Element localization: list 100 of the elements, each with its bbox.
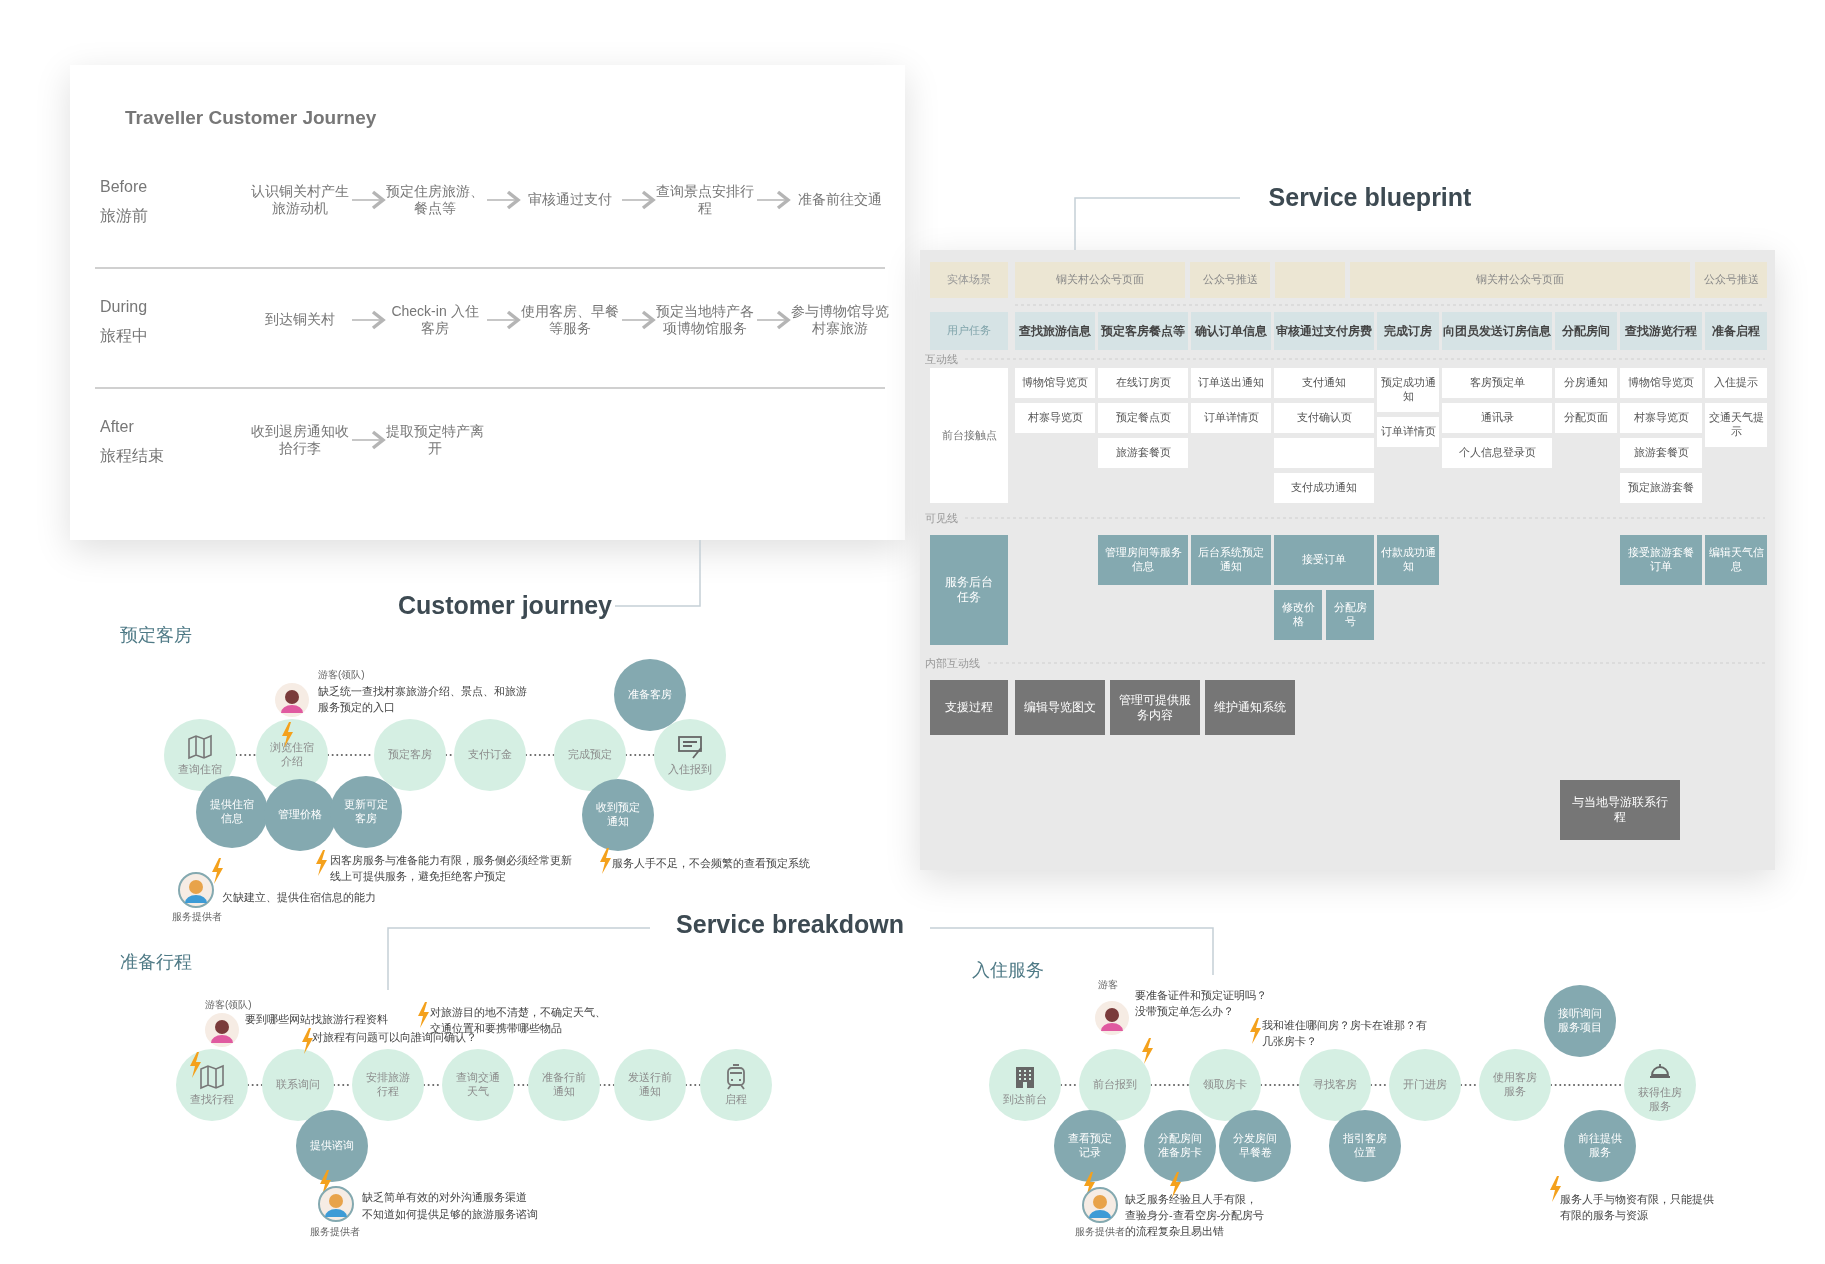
step-label: 查找行程 — [190, 1092, 234, 1107]
support-box: 支援过程 — [930, 680, 1008, 735]
pain-point-note: 因客房服务与准备能力有限，服务侧必须经常更新线上可提供服务，避免拒绝客户预定 — [330, 853, 573, 884]
step-circle: 使用客房服务 — [1479, 1049, 1551, 1121]
touchpoint-card: 客房预定单 — [1442, 368, 1552, 398]
arrow — [351, 430, 385, 450]
stage-label: After — [100, 418, 134, 436]
dotted-connector — [235, 754, 257, 756]
backstage-box: 管理房间等服务信息 — [1098, 535, 1188, 585]
lane-header: 服务后台任务 — [930, 535, 1008, 645]
step-label: 启程 — [725, 1092, 747, 1107]
touchpoint-card: 入住提示 — [1705, 368, 1767, 398]
backstage-box: 付款成功通知 — [1377, 535, 1439, 585]
backstage-box: 修改价格 — [1274, 590, 1322, 640]
stage-label: During — [100, 298, 148, 316]
journey-step: Check-in 入住客房 — [383, 294, 487, 346]
pain-point-note: 服务人手与物资有限，只能提供有限的服务与资源 — [1560, 1192, 1715, 1223]
dotted-connector — [685, 1084, 701, 1086]
arrow — [756, 190, 790, 210]
step-circle: 准备行前通知 — [528, 1049, 600, 1121]
pain-point-note: 缺乏简单有效的对外沟通服务渠道 — [362, 1190, 527, 1205]
pain-point-note: 要准备证件和预定证明吗？没带预定单怎么办？ — [1135, 988, 1268, 1019]
touchpoint-card: 订单送出通知 — [1191, 368, 1271, 398]
arrow — [621, 310, 655, 330]
touchpoint-card: 预定旅游套餐 — [1620, 473, 1702, 503]
touchpoint-card: 博物馆导览页 — [1015, 368, 1095, 398]
touchpoint-card: 订单详情页 — [1191, 403, 1271, 433]
service-circle: 准备客房 — [614, 659, 686, 731]
role-label: 服务提供者 — [310, 1225, 360, 1239]
stage-label: 旅程结束 — [100, 446, 164, 466]
journey-step: 使用客房、早餐等服务 — [518, 294, 622, 346]
section-heading: Customer journey — [395, 588, 615, 624]
role-label: 游客(领队) — [318, 668, 365, 682]
evidence-box: 公众号推送 — [1190, 262, 1270, 298]
service-circle: 分配房间准备房卡 — [1144, 1110, 1216, 1182]
dotted-connector — [1260, 1084, 1300, 1086]
role-label: 服务提供者 — [172, 910, 222, 924]
touchpoint-card: 预定成功通知 — [1377, 368, 1439, 412]
step-circle: 预定客房 — [374, 719, 446, 791]
touchpoint-card: 分配页面 — [1555, 403, 1617, 433]
lane-line-label: 内部互动线 — [925, 656, 980, 671]
pain-point-note: 对旅游目的地不清楚，不确定天气、交通位置和要携带哪些物品 — [430, 1005, 607, 1034]
step-circle: 发送行前通知 — [614, 1049, 686, 1121]
step-circle: 完成预定 — [554, 719, 626, 791]
step-label: 入住报到 — [668, 762, 712, 777]
touchpoint-card: 预定餐点页 — [1098, 403, 1188, 433]
backstage-box: 接受旅游套餐订单 — [1620, 535, 1702, 585]
role-label: 服务提供者 — [1075, 1225, 1125, 1239]
lane-header: 前台接触点 — [930, 368, 1008, 503]
service-circle: 更新可定客房 — [330, 776, 402, 848]
dotted-connector — [599, 1084, 615, 1086]
touchpoint-card: 支付通知 — [1274, 368, 1374, 398]
journey-step: 参与博物馆导览村寨旅游 — [788, 294, 892, 346]
touchpoint-card: 通讯录 — [1442, 403, 1552, 433]
backstage-box: 接受订单 — [1274, 535, 1374, 585]
step-label: 到达前台 — [1003, 1092, 1047, 1107]
dotted-connector — [525, 754, 555, 756]
journey-step: 认识铜关村产生旅游动机 — [248, 174, 352, 226]
arrow — [486, 310, 520, 330]
empty-box — [920, 250, 1775, 870]
task-box: 向团员发送订房信息 — [1442, 312, 1552, 350]
backstage-box: 分配房号 — [1326, 590, 1374, 640]
service-circle: 查看预定记录 — [1054, 1110, 1126, 1182]
evidence-box: 铜关村公众号页面 — [1350, 262, 1690, 298]
arrow — [621, 190, 655, 210]
service-circle: 收到预定通知 — [582, 779, 654, 851]
task-box: 确认订单信息 — [1191, 312, 1271, 350]
leader-line — [614, 539, 701, 607]
dotted-connector — [625, 754, 655, 756]
stage-label: 旅程中 — [100, 326, 148, 346]
arrow — [756, 310, 790, 330]
step-circle: 开门进房 — [1389, 1049, 1461, 1121]
service-circle: 接听询问服务项目 — [1544, 985, 1616, 1057]
task-box: 查找游览行程 — [1620, 312, 1702, 350]
pain-point-note: 欠缺建立、提供住宿信息的能力 — [222, 890, 376, 905]
leader-line — [1074, 197, 1241, 251]
step-circle: 联系询问 — [262, 1049, 334, 1121]
touchpoint-card: 旅游套餐页 — [1098, 438, 1188, 468]
lane-header: 实体场景 — [930, 262, 1008, 298]
section-heading: Service breakdown — [675, 910, 905, 939]
lane-header: 用户任务 — [930, 312, 1008, 350]
role-label: 游客(领队) — [205, 998, 252, 1012]
pain-point-note: 要到哪些网站找旅游行程资料 — [245, 1012, 388, 1027]
journey-step: 收到退房通知收拾行李 — [248, 414, 352, 466]
step-circle: 支付订金 — [454, 719, 526, 791]
touchpoint-card: 博物馆导览页 — [1620, 368, 1702, 398]
task-box: 审核通过支付房费 — [1274, 312, 1374, 350]
section-heading: 准备行程 — [120, 951, 192, 974]
support-box: 编辑导览图文 — [1015, 680, 1105, 735]
step-circle: 领取房卡 — [1189, 1049, 1261, 1121]
arrow — [351, 310, 385, 330]
service-circle: 前往提供服务 — [1564, 1110, 1636, 1182]
evidence-box: 铜关村公众号页面 — [1015, 262, 1185, 298]
dotted-connector — [445, 754, 455, 756]
step-circle: 前台报到 — [1079, 1049, 1151, 1121]
touchpoint-card: 村寨导览页 — [1620, 403, 1702, 433]
task-box: 分配房间 — [1555, 312, 1617, 350]
journey-step: 审核通过支付 — [518, 174, 622, 226]
stage-label: Before — [100, 178, 148, 196]
backstage-box: 后台系统预定通知 — [1191, 535, 1271, 585]
